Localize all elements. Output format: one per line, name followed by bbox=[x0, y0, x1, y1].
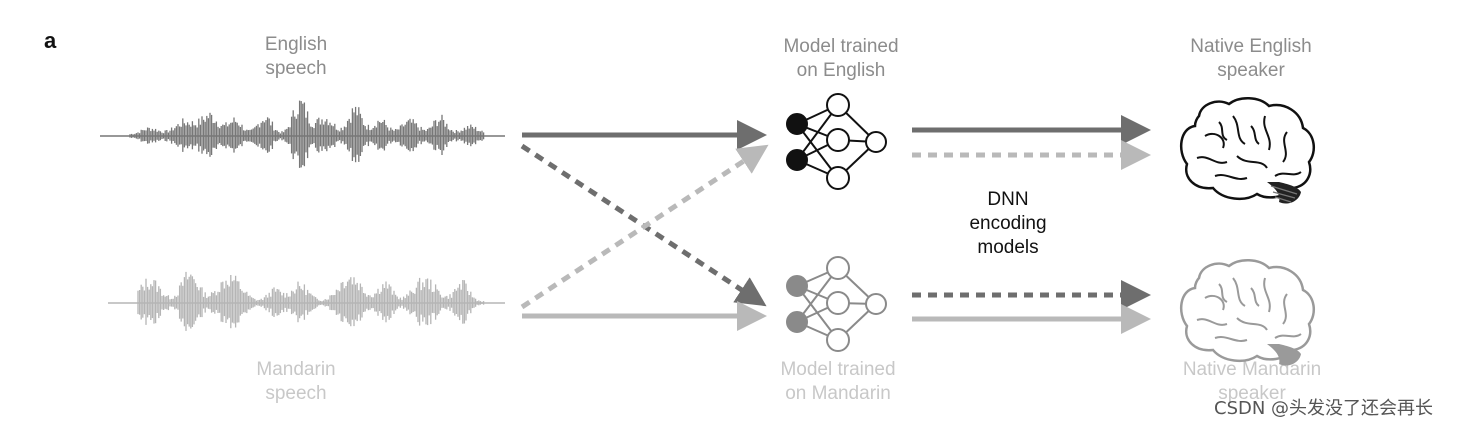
mandarin-model-line2: on Mandarin bbox=[785, 383, 891, 404]
english-speech-label: English speech bbox=[216, 33, 376, 81]
dnn-encoding-label: DNN encoding models bbox=[943, 188, 1073, 260]
mandarin-model-line1: Model trained bbox=[780, 359, 896, 380]
native-english-line1: Native English bbox=[1190, 36, 1312, 57]
english-model-line2: on English bbox=[796, 60, 886, 81]
panel-label: a bbox=[44, 28, 57, 53]
dnn-line3: models bbox=[977, 237, 1039, 258]
mandarin-waveform bbox=[108, 271, 505, 331]
dnn-line1: DNN bbox=[987, 189, 1029, 210]
native-english-line2: speaker bbox=[1217, 60, 1285, 81]
mandarin-brain-icon bbox=[1179, 259, 1316, 366]
watermark: CSDN @头发没了还会再长 bbox=[1214, 398, 1434, 419]
native-english-label: Native English speaker bbox=[1151, 35, 1351, 83]
english-speech-line1: English bbox=[264, 34, 328, 55]
mandarin-speech-line1: Mandarin bbox=[256, 359, 336, 380]
mandarin-model-label: Model trained on Mandarin bbox=[738, 358, 938, 406]
mandarin-to-english-model-arrow bbox=[520, 144, 769, 310]
english-model-line1: Model trained bbox=[783, 36, 899, 57]
mandarin-speech-line2: speech bbox=[265, 383, 327, 404]
english-to-mandarin-model-arrow bbox=[520, 143, 767, 307]
mandarin-speech-label: Mandarin speech bbox=[216, 358, 376, 406]
native-mandarin-line2: speaker bbox=[1218, 383, 1286, 404]
dnn-line2: encoding bbox=[969, 213, 1047, 234]
english-model-network-icon bbox=[786, 93, 887, 190]
english-brain-icon bbox=[1179, 97, 1316, 204]
mandarin-model-network-icon bbox=[786, 256, 887, 352]
english-waveform bbox=[100, 100, 505, 168]
english-model-label: Model trained on English bbox=[741, 35, 941, 83]
english-speech-line2: speech bbox=[265, 58, 327, 79]
